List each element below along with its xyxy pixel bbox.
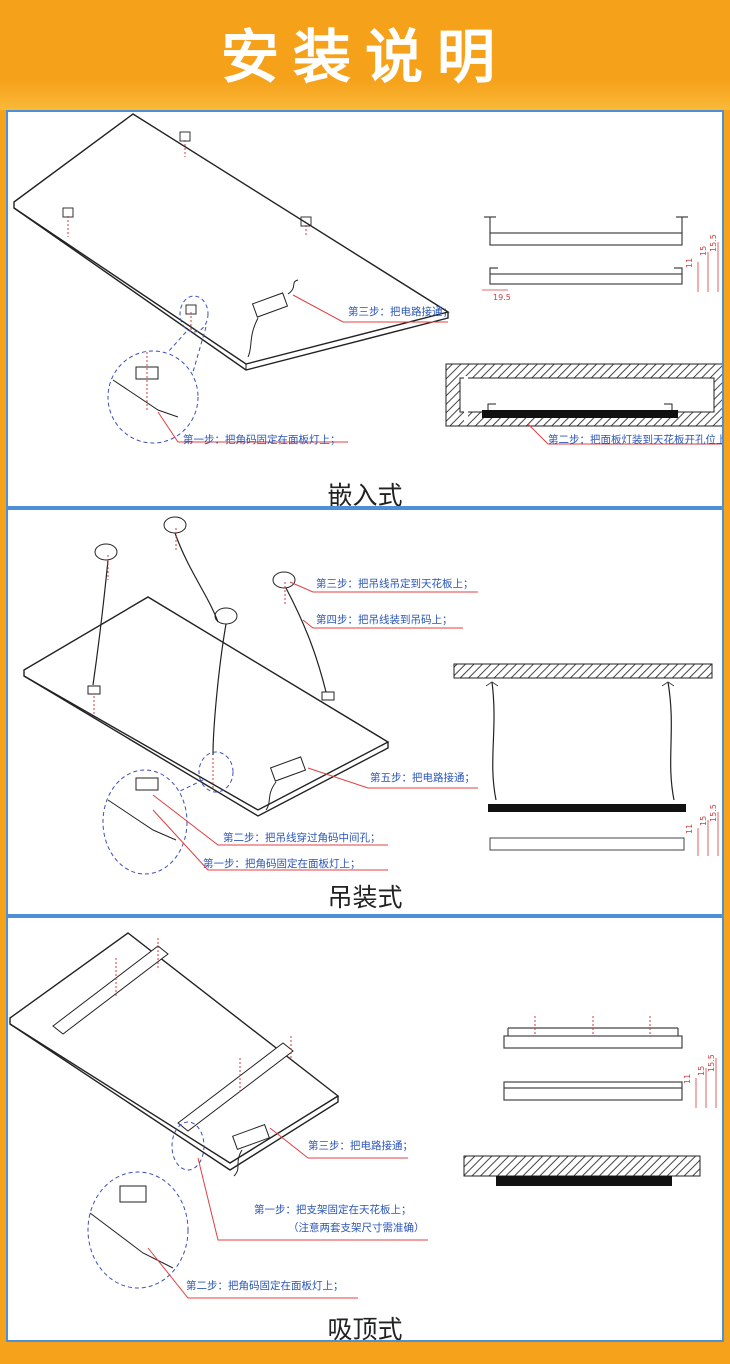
step-3-callout: 第三步：把吊线吊定到天花板上； <box>316 578 474 590</box>
step-1-callout: 第一步：把角码固定在面板灯上； <box>183 434 341 446</box>
dim-15-5: 15.5 <box>709 234 718 252</box>
support-bracket-icon <box>52 945 169 1035</box>
dim-15-5: 15.5 <box>709 804 718 822</box>
step-1-callout: 第一步：把支架固定在天花板上； <box>254 1204 412 1216</box>
panel-light-shape <box>13 113 450 365</box>
section-suspended: 11 15 15.5 第三步：把吊线吊定到天花板上； 第四步：把吊线装到吊码上；… <box>6 508 724 916</box>
dim-19-5: 19.5 <box>493 293 511 302</box>
section-recessed: 11 15 15.5 19.5 第三步：把电路接通； 第一步：把角码固定在面板灯… <box>6 110 724 508</box>
panel-light-shape <box>9 932 340 1164</box>
ceiling-mount-icon <box>94 543 118 561</box>
step-2-callout: 第二步：把吊线穿过角码中间孔； <box>223 832 381 844</box>
dim-11: 11 <box>685 824 694 834</box>
surface-diagram: 11 15 15.5 <box>9 932 717 1299</box>
panel-light-shape <box>23 596 390 811</box>
driver-box <box>231 1123 271 1151</box>
section-title-recessed: 嵌入式 <box>327 481 403 508</box>
step-1-callout: 第一步：把角码固定在面板灯上； <box>203 858 361 870</box>
dim-15: 15 <box>699 816 708 826</box>
section-surface: 11 15 15.5 第三步：把电路接通； 第一步：把支架固定在天花板上； （注… <box>6 916 724 1342</box>
ceiling-section <box>453 663 713 679</box>
dim-15: 15 <box>697 1066 706 1076</box>
step-1-note: （注意两套支架尺寸需准确） <box>288 1222 425 1234</box>
step-4-callout: 第四步：把吊线装到吊码上； <box>316 614 453 626</box>
ceiling-mount-icon <box>163 516 187 534</box>
dim-15: 15 <box>699 246 708 256</box>
step-3-callout: 第三步：把电路接通； <box>348 306 453 318</box>
step-2-callout: 第二步：把面板灯装到天花板开孔位上； <box>548 434 724 446</box>
footer-strip <box>0 1342 730 1364</box>
step-5-callout: 第五步：把电路接通； <box>370 772 475 784</box>
dim-15-5: 15.5 <box>707 1054 716 1072</box>
driver-box <box>251 292 289 318</box>
step-3-callout: 第三步：把电路接通； <box>308 1140 413 1152</box>
step-2-callout: 第二步：把角码固定在面板灯上； <box>186 1280 344 1292</box>
dim-11: 11 <box>683 1074 692 1084</box>
page-title: 安装说明 <box>220 23 509 91</box>
recessed-diagram: 11 15 15.5 19.5 <box>13 113 722 445</box>
section-title-surface: 吸顶式 <box>327 1315 403 1342</box>
driver-box <box>269 756 307 782</box>
section-title-suspended: 吊装式 <box>327 883 403 912</box>
dim-11: 11 <box>685 258 694 268</box>
ceiling-mount-icon <box>272 571 296 589</box>
header-banner: 安装说明 <box>0 0 730 110</box>
support-bracket-icon <box>177 1042 294 1132</box>
ceiling-section <box>463 1155 701 1177</box>
suspended-diagram: 11 15 15.5 <box>23 516 719 875</box>
